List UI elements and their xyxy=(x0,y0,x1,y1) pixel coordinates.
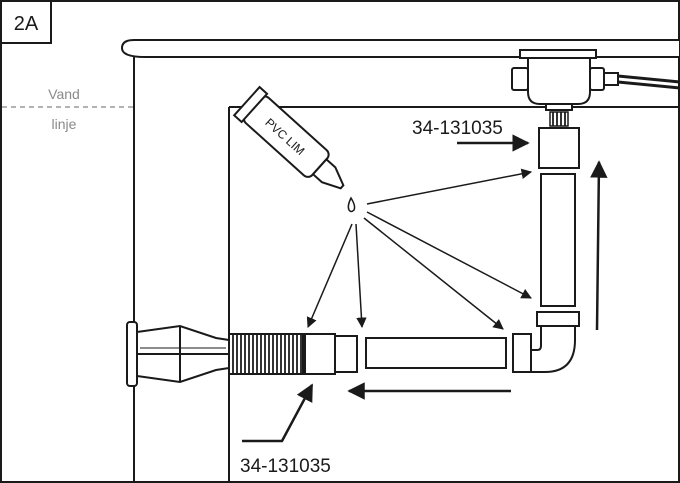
ribbed-hose xyxy=(228,333,304,375)
skimmer-unit xyxy=(511,49,680,127)
vertical-pipe xyxy=(540,173,576,307)
glue-drop-icon xyxy=(347,196,356,213)
water-line-label-bottom: linje xyxy=(52,116,77,132)
up-arrow xyxy=(590,160,608,331)
coupling-bottom xyxy=(304,333,358,375)
inner-wall xyxy=(228,106,680,483)
horizontal-pipe xyxy=(365,337,507,369)
coupling-top xyxy=(538,127,580,169)
part-number-top: 34-131035 xyxy=(412,118,503,139)
step-label-box: 2A xyxy=(0,0,52,44)
hose-nozzle xyxy=(126,321,230,387)
glue-arrows xyxy=(306,168,533,330)
part-number-bottom-leader xyxy=(242,383,314,443)
step-label: 2A xyxy=(14,13,39,35)
pvc-glue-tube: PVC LIM xyxy=(232,85,345,190)
water-line-label-top: Vand xyxy=(48,86,80,102)
elbow-fitting xyxy=(512,311,580,373)
part-number-bottom: 34-131035 xyxy=(240,456,331,477)
